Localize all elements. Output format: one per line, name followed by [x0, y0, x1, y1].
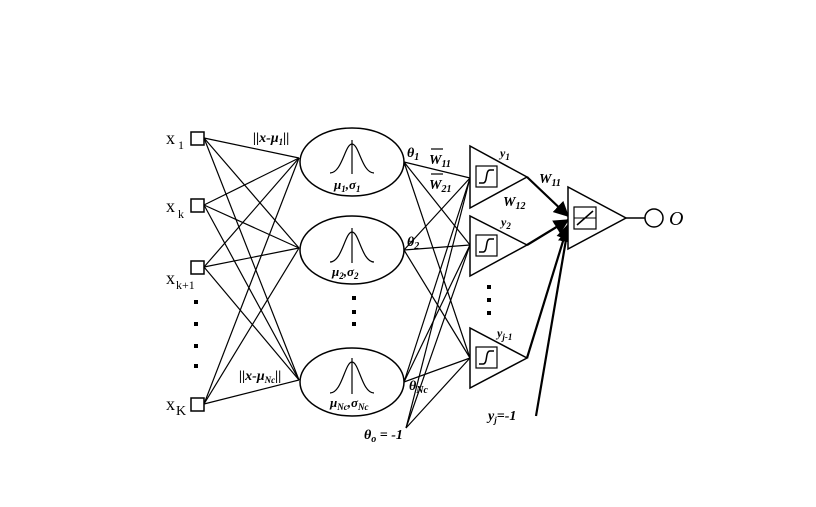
- sigmoid-icon: [479, 238, 494, 253]
- hidden-ellipsis: [487, 285, 491, 315]
- hidden-to-output-connections: [525, 176, 574, 417]
- input-label-k1: xk+1: [166, 268, 195, 292]
- sigmoid-icon: [479, 169, 494, 184]
- hidden-label-2: y2: [499, 215, 511, 231]
- hidden-node-2: [469, 214, 529, 278]
- output-node: [567, 185, 628, 251]
- rbf-params-2: μ2,σ2: [331, 264, 359, 281]
- rbf-node-nc: μNc,σNc: [299, 347, 405, 417]
- input-node-k: [190, 198, 205, 213]
- rbf-params-nc: μNc,σNc: [329, 395, 369, 412]
- input-label-K: xK: [166, 394, 186, 419]
- rbf-node-1: μ1,σ1: [299, 127, 405, 197]
- theta-bias: θo = -1: [364, 428, 403, 445]
- hidden-label-j1: yj-1: [495, 326, 512, 342]
- input-nodes: [190, 131, 205, 412]
- norm-label-last: ||x-μNc||: [239, 369, 281, 385]
- rbf-params-1: μ1,σ1: [333, 177, 361, 194]
- theta-2: θ2: [407, 235, 419, 252]
- output-label: O: [669, 208, 683, 230]
- input-to-rbf-connections: [203, 137, 300, 405]
- norm-label-first: ||x-μ1||: [253, 131, 289, 147]
- hidden-node-j1: [469, 326, 529, 390]
- input-ellipsis: [194, 300, 198, 368]
- weight-w12-out: W12: [503, 195, 525, 212]
- weight-w11-in: W11: [429, 153, 451, 170]
- rbf-ellipsis: [352, 296, 356, 326]
- rbf-node-2: μ2,σ2: [299, 215, 405, 285]
- hidden-bias-label: yj=-1: [486, 409, 516, 425]
- theta-nc: θNc: [409, 379, 429, 396]
- input-node-k1: [190, 260, 205, 275]
- input-node-K: [190, 397, 205, 412]
- weight-w11-out: W11: [539, 172, 561, 189]
- theta-1: θ1: [407, 146, 419, 163]
- weight-w21-in: W21: [429, 178, 451, 195]
- hidden-label-1: y1: [498, 146, 510, 162]
- hidden-node-1: [469, 144, 529, 210]
- input-node-1: [190, 131, 205, 146]
- output-terminal: [644, 208, 664, 228]
- sigmoid-icon: [479, 350, 494, 365]
- rbf-to-hidden-connections: [403, 161, 471, 429]
